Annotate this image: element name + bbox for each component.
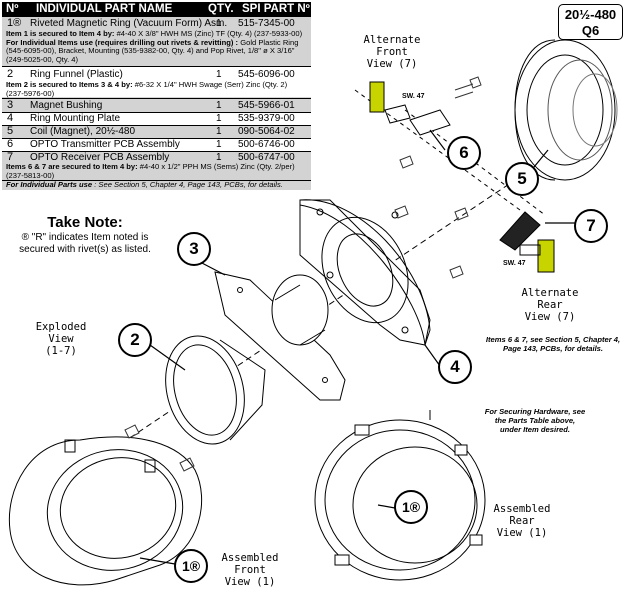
coil-magnet xyxy=(514,39,618,181)
ring-funnel xyxy=(165,335,266,445)
part-number: 545-6096-00 xyxy=(238,69,295,80)
assembled-rear-view-label: Assembled Rear View (1) xyxy=(493,503,551,539)
pcb-reference-note: Items 6 & 7, see Section 5, Chapter 4, P… xyxy=(485,335,621,353)
callout-5: 5 xyxy=(505,162,539,196)
header-part: SPI PART Nº xyxy=(242,2,310,17)
exploded-view-label: Exploded View (1-7) xyxy=(35,321,87,357)
part-no: 1® xyxy=(7,17,22,29)
model-box: 20½-480 Q6 xyxy=(558,4,623,40)
take-note: Take Note: ® "R" indicates Item noted is… xyxy=(0,214,170,256)
part-no: 2 xyxy=(7,68,14,80)
securing-hardware-note: For Securing Hardware, see the Parts Tab… xyxy=(484,407,586,434)
alternate-rear-view-label: Alternate Rear View (7) xyxy=(521,287,579,323)
part-qty: 1 xyxy=(216,69,222,80)
item1-note: Item 1 is secured to Item 4 by: #4-40 X … xyxy=(6,29,303,64)
opto-receiver-pcb xyxy=(499,211,555,273)
part-name: Ring Funnel (Plastic) xyxy=(30,69,123,80)
part-number: 515-7345-00 xyxy=(238,18,295,29)
ring-mounting-plate xyxy=(299,199,431,346)
callout-7: 7 xyxy=(574,209,608,243)
parts-table: Nº INDIVIDUAL PART NAME QTY. SPI PART Nº… xyxy=(2,2,311,190)
callout-4: 4 xyxy=(438,350,472,384)
item2-note: Item 2 is secured to Items 3 & 4 by: #6-… xyxy=(6,80,288,98)
header-name: INDIVIDUAL PART NAME xyxy=(36,2,173,17)
part-qty: 1 xyxy=(216,18,222,29)
opto-transmitter-pcb xyxy=(369,81,451,136)
callout-2: 2 xyxy=(118,323,152,357)
header-qty: QTY. xyxy=(208,2,234,17)
assembled-front-ring xyxy=(8,436,202,586)
screws xyxy=(124,76,482,472)
take-note-title: Take Note: xyxy=(47,214,123,231)
alternate-front-view-label: Alternate Front View (7) xyxy=(363,34,421,70)
header-no: Nº xyxy=(6,2,19,17)
callout-3: 3 xyxy=(177,232,211,266)
item67-note: Items 6 & 7 are secured to Item 4 by: #4… xyxy=(6,162,295,180)
item67-detail-note: For Individual Parts use : See Section 5… xyxy=(6,180,283,189)
callout-1-rear: 1® xyxy=(394,490,428,524)
assembled-rear-ring xyxy=(314,410,486,581)
assembled-front-view-label: Assembled Front View (1) xyxy=(221,552,279,588)
magnet-bushing xyxy=(214,271,346,401)
model-code: Q6 xyxy=(581,23,600,38)
callout-6: 6 xyxy=(447,136,481,170)
sw47-rear-label: SW. 47 xyxy=(503,260,526,267)
sw47-front-label: SW. 47 xyxy=(402,93,425,100)
model-number: 20½-480 xyxy=(564,7,617,22)
part-name: Riveted Magnetic Ring (Vacuum Form) Asm. xyxy=(30,18,228,29)
callout-1-front: 1® xyxy=(174,549,208,583)
